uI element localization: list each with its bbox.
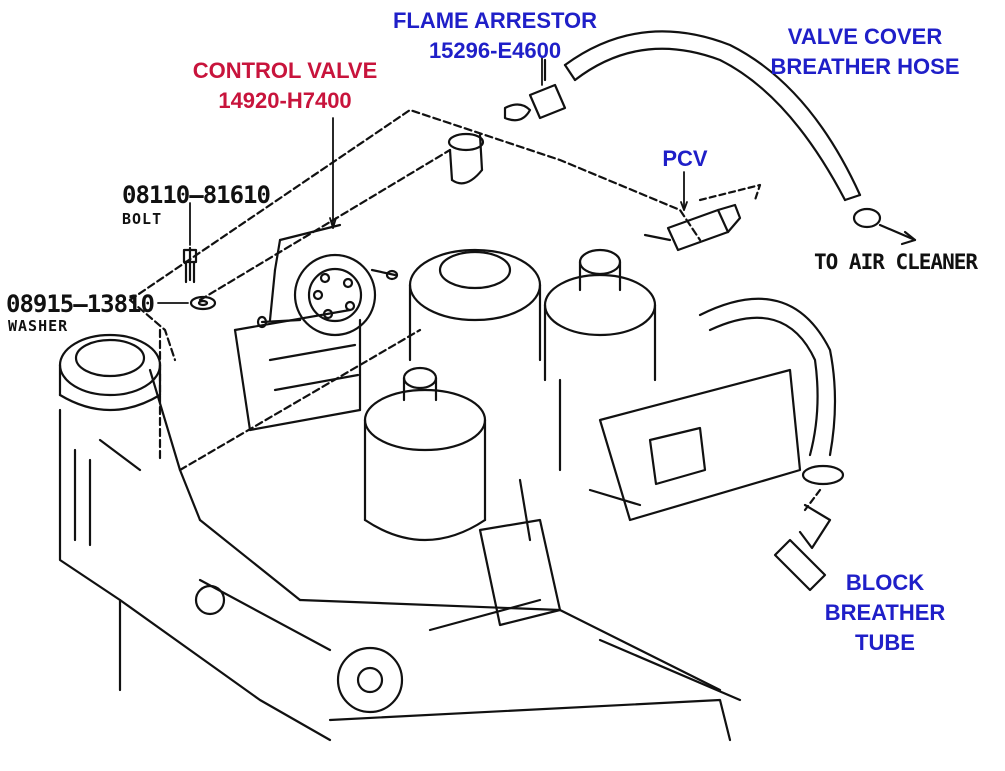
valve-cover-hose-line2: BREATHER HOSE [770, 54, 960, 79]
engine-block [58, 368, 332, 742]
block-breather-tube [773, 503, 832, 592]
leader-lines [157, 57, 688, 304]
flame-arrestor [503, 58, 567, 122]
washer-part-number: 08915–13810 [6, 290, 155, 318]
intake-manifold [194, 368, 802, 742]
oil-filler-cap [58, 333, 162, 411]
block-breather-line2: BREATHER [824, 600, 946, 625]
bolt-label: BOLT [122, 210, 163, 228]
block-breather-callout: BLOCK BREATHER TUBE [810, 568, 960, 658]
block-breather-line3: TUBE [855, 630, 915, 655]
valve-cover-hose-callout: VALVE COVER BREATHER HOSE [750, 22, 980, 82]
pcv-valve [643, 183, 762, 252]
control-valve-label: CONTROL VALVE [192, 58, 378, 83]
air-filter-canisters [363, 248, 657, 542]
bolt-hardware [182, 246, 198, 284]
control-valve-part-number: 14920-H7400 [218, 88, 352, 113]
valve-cover-hose-line1: VALVE COVER [787, 24, 943, 49]
to-air-cleaner-label: TO AIR CLEANER [814, 250, 978, 274]
control-valve [233, 223, 399, 432]
block-breather-line1: BLOCK [845, 570, 925, 595]
breather-neck [447, 132, 485, 185]
valve-cover-breather-hose [563, 30, 917, 246]
washer-label: WASHER [8, 317, 69, 335]
pcv-callout: PCV [640, 144, 730, 174]
bolt-part-number: 08110–81610 [122, 181, 271, 209]
pcv-label: PCV [662, 146, 708, 171]
flame-arrestor-callout: FLAME ARRESTOR 15296-E4600 [370, 6, 620, 66]
flame-arrestor-part-number: 15296-E4600 [428, 38, 562, 63]
washer-hardware [189, 295, 217, 311]
flame-arrestor-label: FLAME ARRESTOR [392, 8, 598, 33]
control-valve-callout: CONTROL VALVE 14920-H7400 [170, 56, 400, 116]
